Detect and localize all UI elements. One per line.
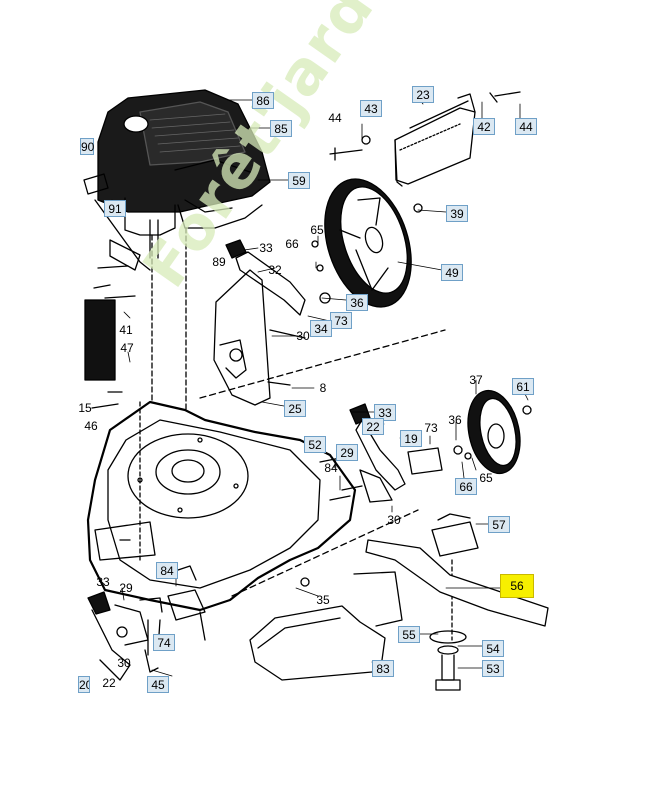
callout-8[interactable]: 8 [319,381,327,395]
callout-44-right[interactable]: 44 [515,118,537,135]
callout-42[interactable]: 42 [473,118,495,135]
callout-52[interactable]: 52 [304,436,326,453]
callout-49[interactable]: 49 [441,264,463,281]
callout-30-front[interactable]: 30 [387,513,401,527]
callout-89[interactable]: 89 [212,255,226,269]
callout-86[interactable]: 86 [252,92,274,109]
engine [97,89,271,259]
rear-flap [249,571,403,681]
left-parts [83,173,151,409]
height-adjuster [213,239,331,406]
callout-19[interactable]: 19 [400,430,422,447]
callout-66[interactable]: 66 [285,237,299,251]
front-wheel [467,389,532,475]
callout-22-left[interactable]: 22 [102,676,116,690]
mower-deck [86,400,357,612]
callout-44[interactable]: 44 [328,111,342,125]
callout-73[interactable]: 73 [330,312,352,329]
callout-56-highlighted[interactable]: 56 [500,574,534,598]
callout-66-front[interactable]: 66 [455,478,477,495]
callout-36-front[interactable]: 36 [448,413,462,427]
callout-25[interactable]: 25 [284,400,306,417]
callout-54[interactable]: 54 [482,640,504,657]
callout-65[interactable]: 65 [310,223,324,237]
callout-84-left[interactable]: 84 [156,562,178,579]
callout-29-left[interactable]: 29 [119,581,133,595]
left-lower-parts [87,565,310,681]
rear-shield [394,93,476,187]
callout-43[interactable]: 43 [360,100,382,117]
callout-39[interactable]: 39 [446,205,468,222]
callout-61[interactable]: 61 [512,378,534,395]
callout-29[interactable]: 29 [336,444,358,461]
blade-assembly [365,513,549,691]
callout-35[interactable]: 35 [316,593,330,607]
callout-47[interactable]: 47 [120,341,134,355]
callout-74[interactable]: 74 [153,634,175,651]
callout-45[interactable]: 45 [147,676,169,693]
callout-85[interactable]: 85 [270,120,292,137]
callout-65-front[interactable]: 65 [479,471,493,485]
callout-34[interactable]: 34 [310,320,332,337]
callout-22[interactable]: 22 [362,418,384,435]
callout-32[interactable]: 32 [268,263,282,277]
callout-23[interactable]: 23 [412,86,434,103]
callout-15[interactable]: 15 [78,401,92,415]
front-adjuster [341,403,472,503]
callout-46[interactable]: 46 [84,419,98,433]
callout-33-front[interactable]: 33 [374,404,396,421]
callout-33[interactable]: 33 [259,241,273,255]
callout-84[interactable]: 84 [324,461,338,475]
callout-30[interactable]: 30 [296,329,310,343]
callout-83[interactable]: 83 [372,660,394,677]
callout-90[interactable]: 90 [80,138,95,155]
callout-36[interactable]: 36 [346,294,368,311]
callout-59[interactable]: 59 [288,172,310,189]
callout-73-front[interactable]: 73 [424,421,438,435]
callout-55[interactable]: 55 [398,626,420,643]
callout-53[interactable]: 53 [482,660,504,677]
rear-wheel [324,178,423,308]
callout-20[interactable]: 20 [78,676,90,693]
callout-37[interactable]: 37 [469,373,483,387]
callout-91[interactable]: 91 [104,200,126,217]
callout-30-left[interactable]: 30 [117,656,131,670]
callout-33-left[interactable]: 33 [96,575,110,589]
callout-41[interactable]: 41 [119,323,133,337]
callout-57[interactable]: 57 [488,516,510,533]
